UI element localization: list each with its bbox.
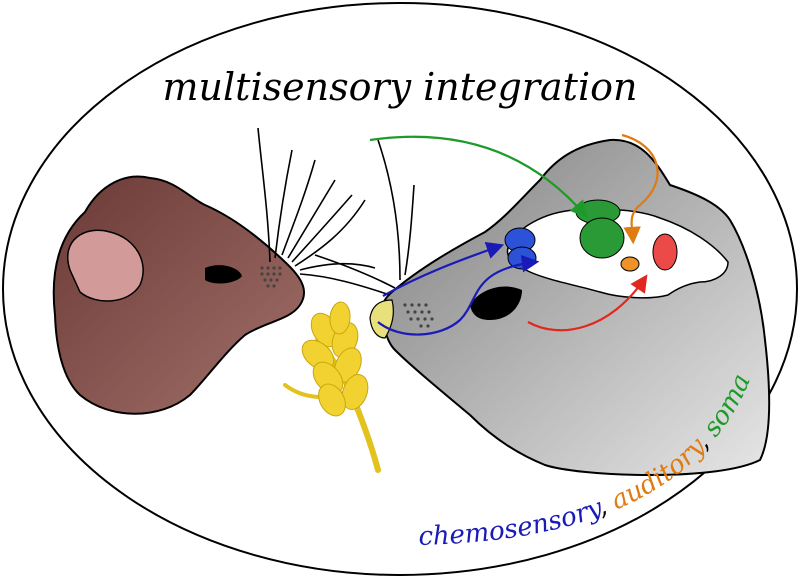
somatosensory-arrow (369, 135, 588, 219)
chemosensory-arrow-2 (382, 242, 505, 297)
visual-arrow (527, 274, 648, 332)
auditory-arrow (621, 133, 659, 245)
chemosensory-arrow (377, 254, 540, 336)
brown-mouse-head-icon (52, 175, 305, 415)
diagram-title: multisensory integration (163, 65, 638, 109)
wheat-ear-icon (283, 301, 381, 473)
whiskers-icon (257, 127, 415, 296)
caption-visual: visual (0, 0, 8, 7)
caption-sep-3: , (0, 0, 4, 7)
